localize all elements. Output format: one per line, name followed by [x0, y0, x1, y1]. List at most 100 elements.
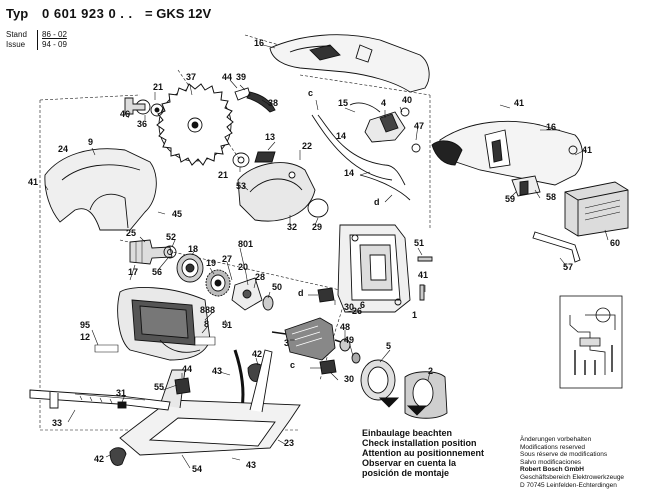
typ-label: Typ: [6, 6, 29, 21]
part-callout-14: 14: [336, 131, 346, 141]
part-callout-22: 22: [302, 141, 312, 151]
note-line-es-2: posición de montaje: [362, 468, 450, 478]
part-callout-29: 29: [312, 222, 322, 232]
part-callout-53: 53: [236, 181, 246, 191]
part-callout-58: 58: [546, 192, 556, 202]
part-callout-30: 30: [344, 302, 354, 312]
install-arrow-right: [406, 405, 428, 416]
part-callout-36: 36: [137, 119, 147, 129]
part-callout-45: 45: [172, 209, 182, 219]
wiring-schematic: [559, 295, 623, 389]
blade-screw: [124, 97, 146, 115]
part-callout-30: 30: [344, 374, 354, 384]
part-callout-52: 52: [166, 232, 176, 242]
part-callout-5: 5: [386, 341, 391, 351]
bearing: [176, 253, 204, 283]
part-callout-42: 42: [94, 454, 104, 464]
part-callout-3: 3: [284, 338, 289, 348]
company-division: Geschäftsbereich Elektrowerkzeuge: [520, 473, 625, 481]
part-callout-33: 33: [52, 418, 62, 428]
part-callout-43: 43: [212, 366, 222, 376]
brush-holder-bottom: [319, 359, 337, 375]
fence-knob: [117, 401, 127, 409]
issue-value: 94 - 09: [42, 40, 67, 49]
part-callout-26: 26: [352, 306, 362, 316]
part-callout-44: 44: [222, 72, 232, 82]
drive-gear: [205, 269, 231, 297]
part-callout-c: c: [290, 360, 295, 370]
legal-line-1: Änderungen vorbehalten: [520, 436, 592, 443]
part-callout-25: 25: [126, 228, 136, 238]
battery-pack: [564, 181, 629, 237]
handle-right-part: [431, 120, 583, 186]
part-callout-59: 59: [505, 194, 515, 204]
spindle: [129, 239, 173, 265]
part-callout-4: 4: [381, 98, 386, 108]
part-callout-12: 12: [80, 332, 90, 342]
leader-lines: [44, 44, 609, 469]
part-callout-38: 38: [268, 98, 278, 108]
company-address: D 70745 Leinfelden-Echterdingen: [520, 481, 617, 489]
legal-notes: Änderungen vorbehalten Modifications res…: [520, 436, 624, 489]
part-callout-55: 55: [154, 382, 164, 392]
legal-line-2: Modifications reserved: [520, 443, 586, 451]
spring-clip: [234, 87, 251, 101]
part-callout-1: 1: [412, 310, 417, 320]
lower-guard: [237, 162, 316, 222]
part-callout-24: 24: [58, 144, 68, 154]
company-name: Robert Bosch GmbH: [520, 466, 584, 474]
part-callout-27: 27: [222, 254, 232, 264]
part-callout-60: 60: [610, 238, 620, 248]
part-callout-51: 51: [414, 238, 424, 248]
part-callout-18: 18: [188, 244, 198, 254]
motor-housing: [337, 224, 411, 313]
part-callout-56: 56: [152, 267, 162, 277]
part-callout-37: 37: [186, 72, 196, 82]
part-callout-6: 6: [360, 300, 365, 310]
part-callout-32: 32: [287, 222, 297, 232]
part-callout-44: 44: [182, 364, 192, 374]
part-callout-d: d: [298, 288, 304, 298]
type-number: 0 601 923 0 . .: [42, 6, 133, 21]
part-callout-48: 48: [340, 322, 350, 332]
small-plate: [254, 151, 276, 163]
part-callout-14: 14: [344, 168, 354, 178]
note-line-en: Check installation position: [362, 438, 477, 448]
note-line-es-1: Observar en cuenta la: [362, 458, 457, 468]
guide-clamp: [174, 377, 191, 395]
part-callout-95: 95: [80, 320, 90, 330]
part-callout-31: 31: [116, 388, 126, 398]
housing-screw: [417, 256, 433, 262]
name-plate: [194, 336, 216, 346]
part-callout-49: 49: [344, 335, 354, 345]
part-callout-8: 8: [204, 319, 209, 329]
part-callout-9: 9: [88, 137, 93, 147]
part-callout-41: 41: [418, 270, 428, 280]
magnet-ring: [360, 359, 396, 401]
part-callout-15: 15: [338, 98, 348, 108]
hex-key: [532, 231, 581, 263]
rating-label: [94, 344, 119, 353]
part-callout-20: 20: [238, 262, 248, 272]
armature: [271, 317, 351, 361]
part-callout-16: 16: [546, 122, 556, 132]
retaining-ring: [307, 198, 329, 218]
part-callout-43: 43: [246, 460, 256, 470]
part-callout-21: 21: [153, 82, 163, 92]
terminal-pin: [519, 180, 529, 196]
part-callout-50: 50: [272, 282, 282, 292]
part-callout-c: c: [308, 88, 313, 98]
part-callout-28: 28: [255, 272, 265, 282]
part-callout-801: 801: [238, 239, 253, 249]
part-callout-41: 41: [28, 177, 38, 187]
part-callout-17: 17: [128, 267, 138, 277]
part-callout-47: 47: [414, 121, 424, 131]
blade-guard-housing: [44, 148, 157, 231]
part-callout-21: 21: [218, 170, 228, 180]
part-callout-57: 57: [563, 262, 573, 272]
lock-lever: [246, 91, 276, 113]
part-callout-2: 2: [428, 366, 433, 376]
model-name: = GKS 12V: [145, 6, 212, 21]
